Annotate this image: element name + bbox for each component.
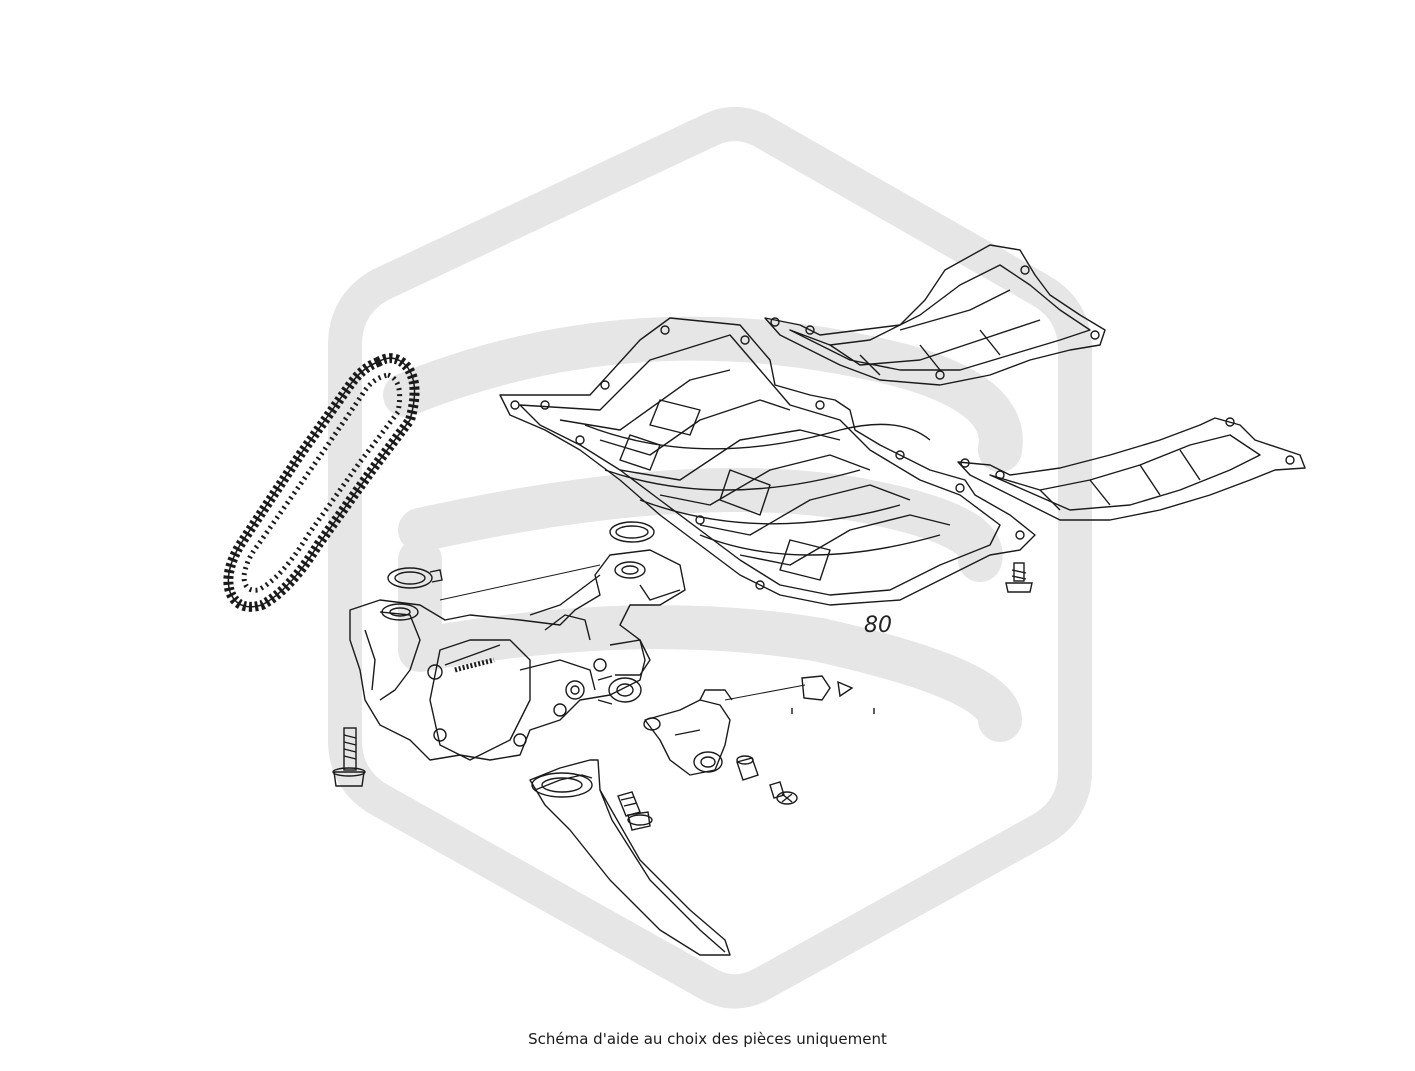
- oil-pan-baffle[interactable]: [499, 317, 1036, 606]
- watermark-logo-icon: [328, 107, 1092, 1009]
- oil-pump-assembly[interactable]: [349, 549, 686, 761]
- leader-lines: [439, 564, 806, 701]
- sensor-plug[interactable]: [791, 675, 875, 714]
- lower-baffle-plate[interactable]: [957, 417, 1306, 521]
- oil-pickup-tube[interactable]: [529, 759, 731, 956]
- timing-chain[interactable]: [223, 353, 420, 612]
- o-ring-gaskets[interactable]: [387, 521, 655, 589]
- upper-baffle-plate[interactable]: [764, 244, 1106, 386]
- part-number-label: 80: [864, 613, 892, 638]
- small-screw[interactable]: [769, 781, 798, 805]
- oil-pressure-solenoid[interactable]: [643, 689, 733, 776]
- baffle-bolt[interactable]: [1005, 562, 1033, 593]
- diagram-caption: Schéma d'aide au choix des pièces unique…: [528, 1030, 887, 1048]
- small-sleeve[interactable]: [736, 755, 759, 781]
- pump-mounting-bolt[interactable]: [332, 727, 366, 787]
- pickup-bolt[interactable]: [617, 791, 653, 831]
